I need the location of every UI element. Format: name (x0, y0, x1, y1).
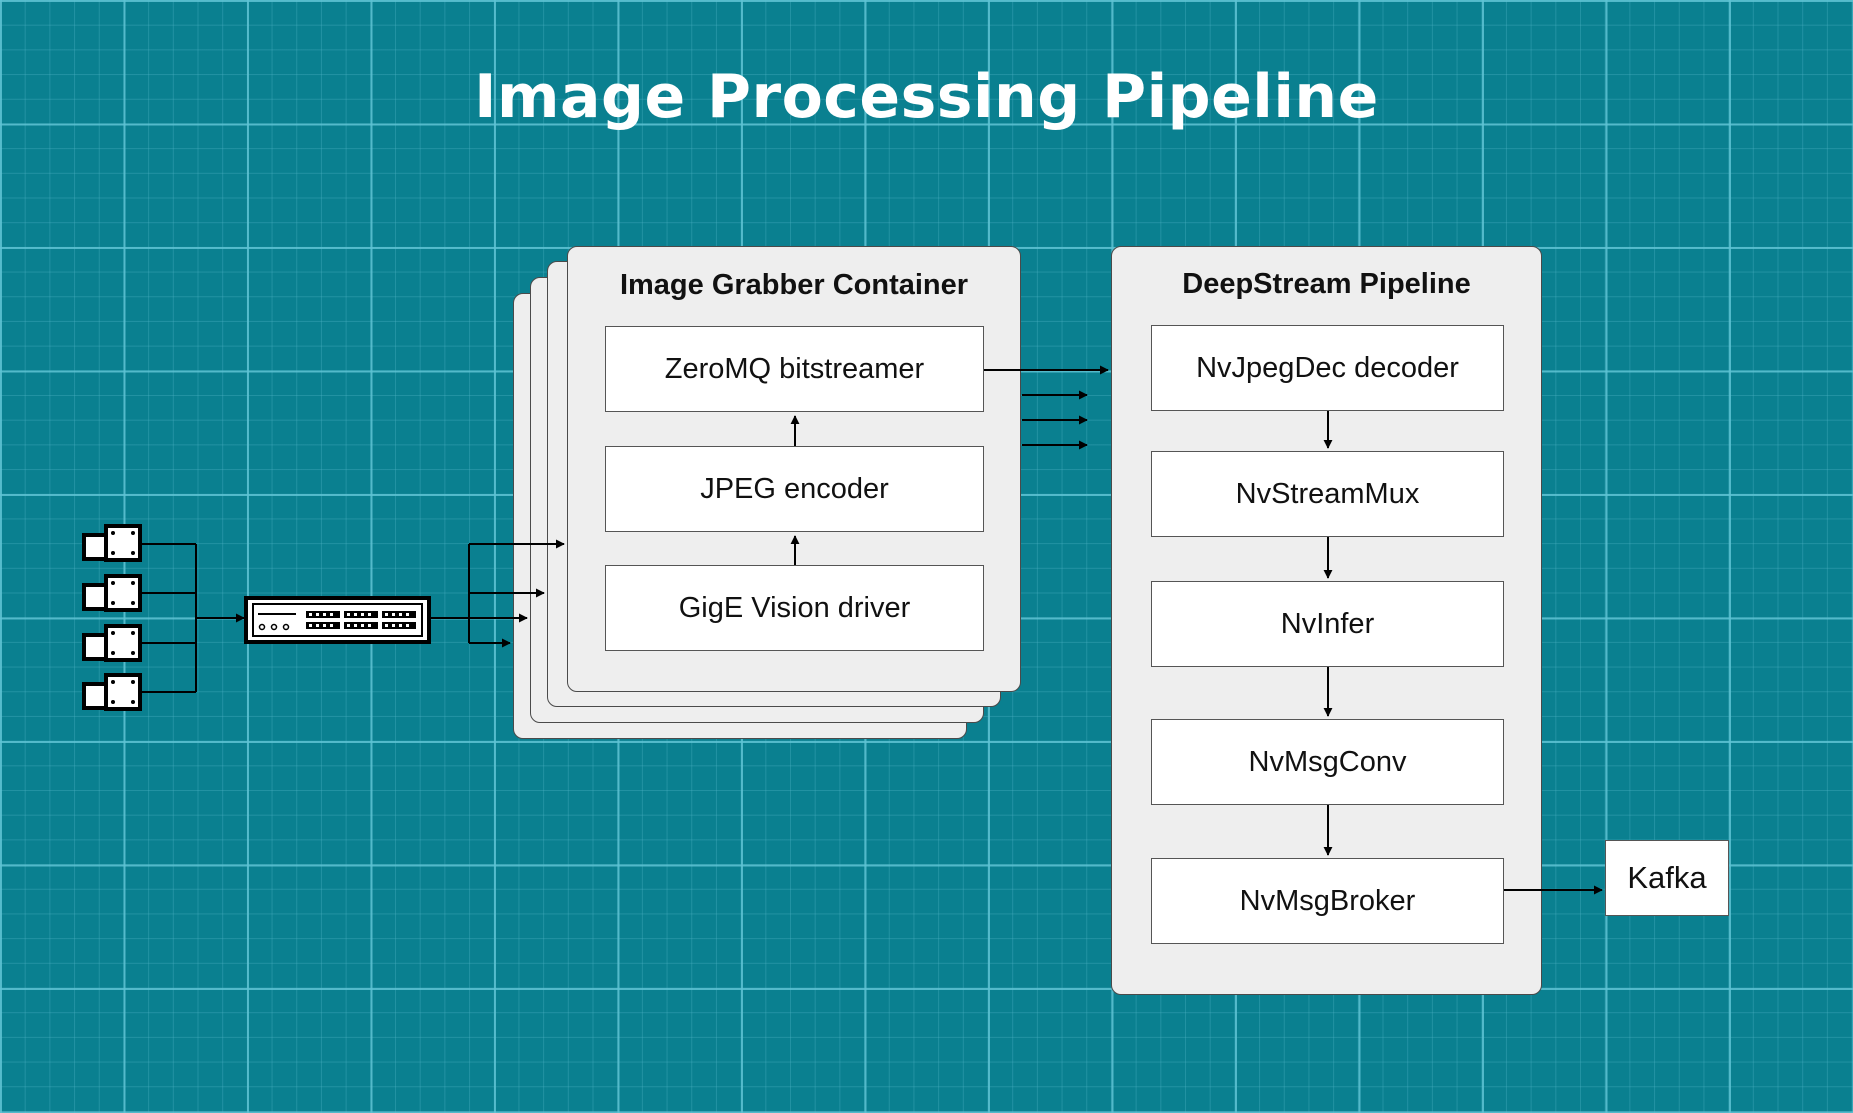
image-grabber-title: Image Grabber Container (619, 269, 969, 301)
camera-to-switch-connectors (140, 543, 245, 693)
stage-nvmsgconv: NvMsgConv (1151, 719, 1504, 805)
camera-icon (82, 673, 142, 711)
camera-icon (82, 524, 142, 562)
page-title: Image Processing Pipeline (474, 62, 1379, 132)
camera-icon (82, 624, 142, 662)
camera-icon (82, 574, 142, 612)
stage-gige-vision-driver: GigE Vision driver (605, 565, 984, 651)
switch-to-container-connectors (431, 539, 565, 648)
stage-nvjpegdec-decoder: NvJpegDec decoder (1151, 325, 1504, 411)
stage-zeromq-bitstreamer: ZeroMQ bitstreamer (605, 326, 984, 412)
stage-jpeg-encoder: JPEG encoder (605, 446, 984, 532)
stage-nvinfer: NvInfer (1151, 581, 1504, 667)
deepstream-pipeline-title: DeepStream Pipeline (1182, 268, 1471, 300)
stage-nvstreammux: NvStreamMux (1151, 451, 1504, 537)
stage-nvmsgbroker: NvMsgBroker (1151, 858, 1504, 944)
network-switch-icon (244, 596, 431, 644)
grabber-to-deepstream-arrows (984, 365, 1109, 450)
kafka-sink: Kafka (1605, 840, 1729, 916)
